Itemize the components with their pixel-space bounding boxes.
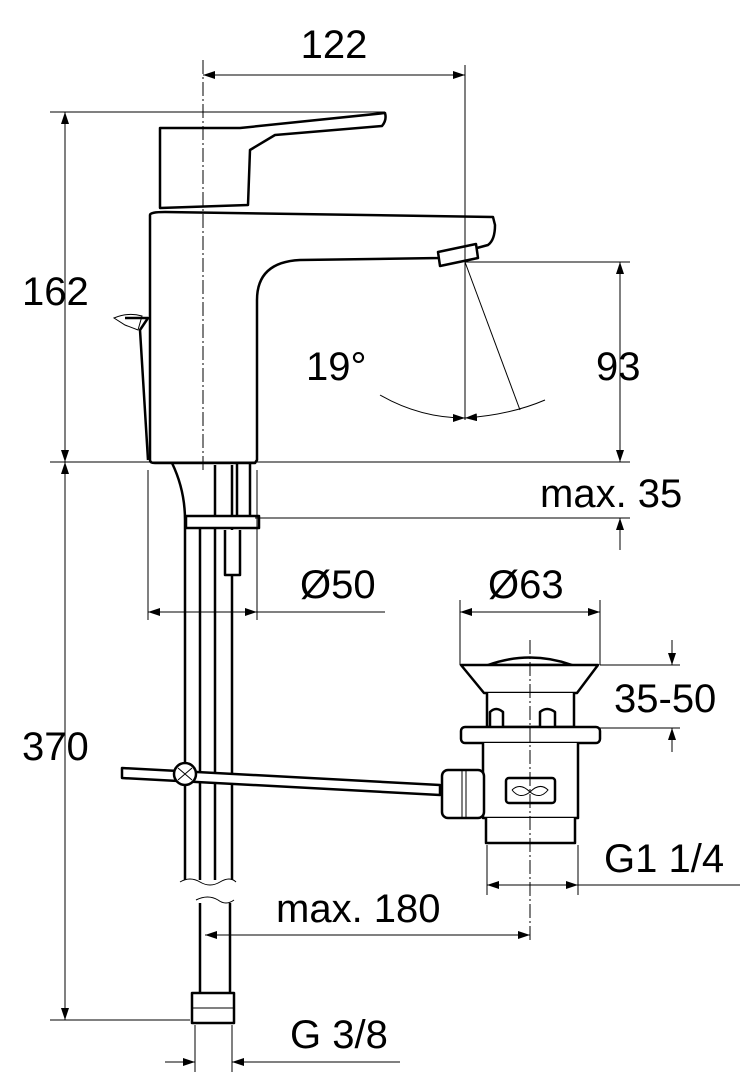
dim-max-thickness: max. 35 [540, 472, 682, 516]
faucet-body [112, 111, 497, 465]
dim-drain-thread: G1 1/4 [604, 837, 724, 881]
drain-valve [440, 656, 602, 845]
dim-base-diameter: Ø50 [300, 563, 376, 607]
supply-pipes [170, 462, 261, 1025]
dim-drain-diameter: Ø63 [488, 563, 564, 607]
dim-hose-length: 370 [22, 725, 89, 769]
dimension-lines [50, 65, 740, 1072]
dim-angle: 19° [306, 345, 367, 389]
popup-rod [120, 761, 442, 797]
dim-hose-thread: G 3/8 [290, 1013, 388, 1057]
dim-spout-height: 93 [596, 345, 641, 389]
dim-drain-range: 35-50 [614, 677, 716, 721]
dim-height-total: 162 [22, 270, 89, 314]
dim-width-top: 122 [301, 23, 368, 67]
dim-rod-length: max. 180 [276, 887, 441, 931]
